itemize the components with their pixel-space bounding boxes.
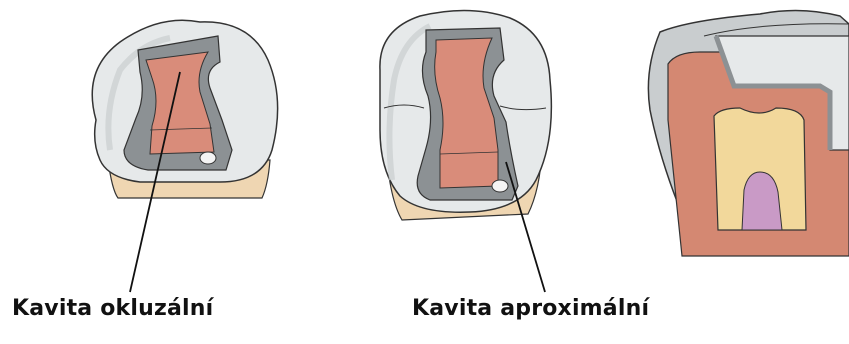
label-approximal-cavity: Kavita aproximální [412, 296, 649, 321]
tooth-approximal-cavity [380, 10, 551, 220]
label-occlusal-cavity: Kavita okluzální [12, 296, 213, 321]
tooth-occlusal-cavity [92, 20, 277, 198]
tooth-cross-section [648, 10, 849, 256]
tooth-1-cavity-notch [200, 152, 216, 164]
tooth-2-cavity-notch [492, 180, 508, 192]
